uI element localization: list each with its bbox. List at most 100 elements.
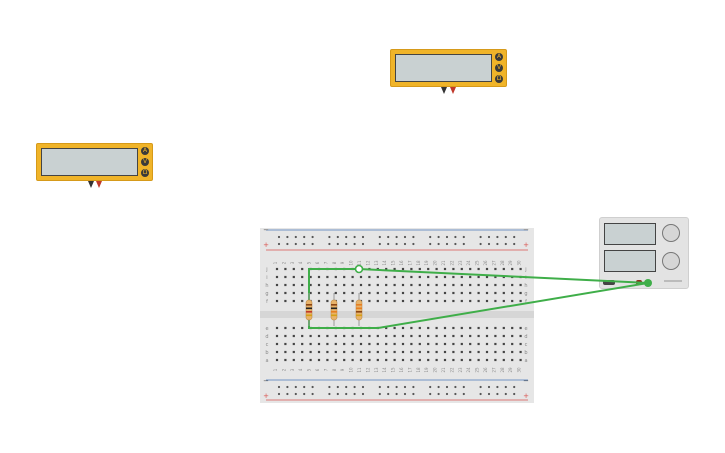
column-number: 23 <box>458 367 463 373</box>
breadboard-hole <box>494 275 497 279</box>
breadboard-hole <box>477 291 480 295</box>
resistor-band <box>306 307 312 310</box>
power-supply[interactable] <box>599 217 689 289</box>
breadboard-hole <box>275 334 279 338</box>
rail-hole <box>353 235 356 239</box>
resistor-band <box>331 304 337 306</box>
breadboard-hole <box>284 326 287 330</box>
rail-hole <box>345 235 348 239</box>
breadboard-hole <box>452 358 455 362</box>
column-number: 13 <box>374 367 379 373</box>
rail-hole <box>378 392 381 396</box>
rail-hole <box>336 385 339 389</box>
black-probe[interactable] <box>441 87 447 94</box>
column-number: 18 <box>416 260 421 266</box>
breadboard-hole <box>443 358 447 362</box>
breadboard-hole <box>301 334 304 338</box>
breadboard-hole <box>511 291 514 295</box>
rail-hole <box>303 392 306 396</box>
rail-hole <box>412 235 415 239</box>
black-probe[interactable] <box>88 181 94 188</box>
breadboard-hole <box>519 267 522 271</box>
voltmeter-mode-button[interactable]: V <box>141 158 149 166</box>
breadboard-hole <box>427 358 430 362</box>
row-letter: i <box>266 275 267 281</box>
row-letter: b <box>524 350 527 356</box>
voltmeter-mode-button[interactable]: V <box>495 64 503 72</box>
resistor-2[interactable] <box>330 299 338 321</box>
breadboard-hole <box>511 299 514 303</box>
breadboard-hole <box>494 350 497 354</box>
column-number: 13 <box>374 260 379 266</box>
column-number: 10 <box>349 367 354 373</box>
breadboard-hole <box>519 334 522 338</box>
rail-hole <box>513 385 516 389</box>
breadboard-hole <box>317 334 321 338</box>
breadboard-hole <box>418 334 421 338</box>
breadboard-hole <box>334 283 337 287</box>
column-number: 5 <box>307 368 312 371</box>
breadboard-hole <box>275 326 279 330</box>
column-number: 14 <box>382 367 387 373</box>
breadboard-hole <box>418 275 421 279</box>
red-probe[interactable] <box>96 181 102 188</box>
breadboard-hole <box>326 283 329 287</box>
breadboard-hole <box>292 342 295 346</box>
negative-terminal[interactable] <box>603 280 615 285</box>
breadboard-hole <box>292 283 295 287</box>
rail-hole <box>479 235 482 239</box>
rail-hole <box>504 392 507 396</box>
ohmmeter-mode-button[interactable]: Ω <box>141 169 149 177</box>
breadboard-hole <box>511 267 514 271</box>
rail-hole <box>445 385 449 389</box>
rail-hole <box>513 242 516 246</box>
column-number: 20 <box>433 260 438 266</box>
ohmmeter-mode-button[interactable]: Ω <box>495 75 503 83</box>
breadboard-hole <box>401 275 405 279</box>
breadboard-hole <box>359 283 363 287</box>
breadboard-hole <box>502 299 505 303</box>
multimeter-left[interactable]: A V Ω <box>36 143 153 181</box>
resistor-1[interactable] <box>305 299 313 321</box>
rail-hole <box>353 242 356 246</box>
voltage-dial-icon[interactable] <box>662 224 680 242</box>
column-number: 10 <box>349 260 354 266</box>
breadboard-hole <box>343 299 346 303</box>
multimeter-top[interactable]: A V Ω <box>390 49 507 87</box>
rail-hole <box>378 235 381 239</box>
breadboard-hole <box>494 267 497 271</box>
breadboard-hole <box>410 358 413 362</box>
rail-hole <box>454 392 457 396</box>
column-number: 22 <box>449 260 454 266</box>
column-number: 1 <box>273 261 278 264</box>
resistor-band <box>331 307 337 310</box>
rail-hole <box>336 242 339 246</box>
ammeter-mode-button[interactable]: A <box>495 53 503 61</box>
breadboard-hole <box>502 267 505 271</box>
breadboard-hole <box>435 358 438 362</box>
red-probe[interactable] <box>450 87 456 94</box>
breadboard-hole <box>418 358 421 362</box>
rail-hole <box>437 392 440 396</box>
column-number: 28 <box>500 260 505 266</box>
breadboard-hole <box>376 358 379 362</box>
column-number: 8 <box>332 368 337 371</box>
row-letter: g <box>265 291 268 297</box>
breadboard-hole <box>351 358 354 362</box>
breadboard-hole <box>334 334 337 338</box>
ammeter-mode-button[interactable]: A <box>141 147 149 155</box>
breadboard-hole <box>401 334 405 338</box>
rail-hole <box>303 235 306 239</box>
rail-hole <box>395 392 398 396</box>
breadboard-hole <box>469 283 472 287</box>
resistor-3[interactable] <box>355 299 363 321</box>
breadboard-hole <box>385 299 388 303</box>
breadboard-hole <box>275 350 279 354</box>
current-dial-icon[interactable] <box>662 252 680 270</box>
rail-hole <box>403 392 407 396</box>
rail-hole <box>286 392 289 396</box>
breadboard-hole <box>385 350 388 354</box>
breadboard-hole <box>494 334 497 338</box>
rail-hole <box>454 235 457 239</box>
